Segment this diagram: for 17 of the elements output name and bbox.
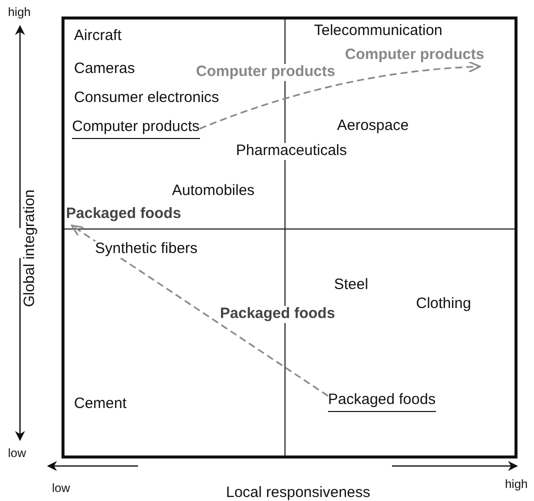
industry-label: Synthetic fibers: [95, 241, 198, 258]
axis-tick-label: high: [505, 478, 528, 492]
industry-label: Computer products: [345, 47, 484, 64]
industry-label: Packaged foods: [328, 392, 436, 412]
axis-tick-label: high: [8, 6, 31, 20]
edge-label: Computer products: [196, 64, 336, 80]
industry-label: Packaged foods: [66, 206, 182, 222]
industry-label: Aerospace: [337, 118, 409, 134]
industry-label: Computer products: [72, 119, 200, 138]
dashed-arrow: [70, 224, 328, 397]
axis-tick-label: low: [52, 482, 70, 496]
industry-label: Pharmaceuticals: [236, 143, 347, 160]
axis-tick-label: low: [8, 447, 26, 460]
edge-label: Packaged foods: [220, 306, 336, 322]
dashed-arrow: [199, 61, 481, 130]
axis-title: Local responsiveness: [226, 485, 370, 501]
industry-label: Clothing: [416, 296, 472, 312]
